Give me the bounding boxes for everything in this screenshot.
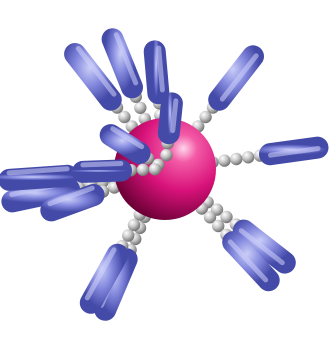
end-group-cap (101, 28, 143, 99)
molecule-arm (99, 124, 165, 171)
linker-bead (160, 148, 173, 162)
end-group-highlight (268, 146, 321, 158)
end-group-highlight (110, 126, 145, 150)
end-group-highlight (75, 46, 117, 97)
end-group-cap (0, 164, 79, 191)
linker-bead (134, 101, 147, 115)
linker-bead (212, 219, 225, 233)
linker-bead (127, 218, 141, 232)
linker-bead (230, 152, 243, 166)
linker-bead (136, 163, 150, 176)
molecule-arm (206, 136, 329, 169)
end-group-cap (72, 159, 132, 183)
end-group-highlight (156, 45, 165, 93)
end-group-highlight (238, 228, 285, 266)
end-group-highlight (219, 53, 259, 102)
molecule-arm (157, 92, 183, 162)
linker-bead (199, 110, 212, 124)
end-group-cap (99, 124, 151, 165)
end-group-highlight (80, 161, 124, 168)
end-group-cap (40, 184, 105, 222)
end-group-highlight (170, 98, 179, 134)
end-group-highlight (84, 247, 117, 301)
linker-bead (122, 229, 135, 242)
end-group-highlight (113, 32, 139, 86)
molecule-arm (72, 159, 162, 183)
linker-bead (220, 210, 233, 224)
end-group-highlight (227, 239, 269, 283)
end-group-cap (1, 178, 81, 213)
linker-bead (242, 151, 255, 164)
linker-bead (118, 110, 131, 124)
end-group-highlight (6, 166, 70, 176)
end-group-highlight (47, 185, 95, 207)
end-group-cap (143, 40, 170, 105)
end-group-cap (94, 248, 138, 321)
end-group-cap (79, 243, 129, 314)
arms-in-front-of-core (72, 92, 183, 183)
end-group-cap (157, 92, 183, 145)
linker-bead (203, 211, 217, 224)
end-group-cap (64, 43, 122, 111)
linker-bead (148, 163, 162, 176)
linker-bead (218, 154, 231, 167)
